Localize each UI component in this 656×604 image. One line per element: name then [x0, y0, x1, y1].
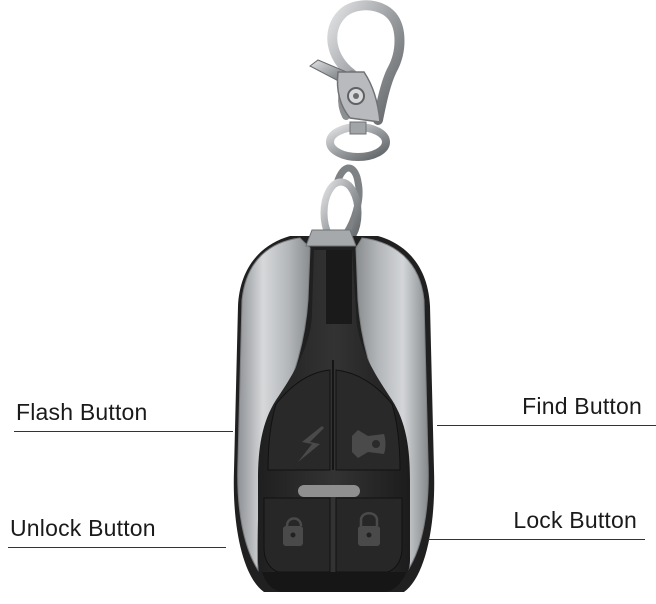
lock-button-label: Lock Button	[513, 507, 637, 533]
lock-leader-line	[428, 538, 645, 540]
unlock-button[interactable]	[263, 497, 331, 573]
locked-padlock-icon	[358, 512, 380, 546]
lobster-clasp	[309, 0, 405, 248]
unlock-button-label: Unlock Button	[10, 515, 156, 541]
unlock-leader-line	[8, 546, 226, 548]
unlocked-padlock-icon	[283, 517, 303, 546]
find-button[interactable]	[335, 369, 401, 471]
horn-icon	[352, 430, 386, 458]
find-leader-line	[437, 424, 656, 426]
flash-button[interactable]	[267, 369, 331, 471]
indicator-light	[298, 485, 360, 497]
lock-button[interactable]	[335, 497, 403, 573]
flash-leader-line	[14, 430, 233, 432]
callout-unlock: Unlock Button	[8, 515, 226, 548]
flash-button-label: Flash Button	[16, 399, 148, 425]
callout-lock: Lock Button	[428, 507, 645, 540]
callout-find: Find Button	[437, 393, 656, 426]
callout-flash: Flash Button	[14, 399, 233, 432]
find-button-label: Find Button	[522, 393, 642, 419]
lightning-bolt-icon	[298, 426, 324, 462]
